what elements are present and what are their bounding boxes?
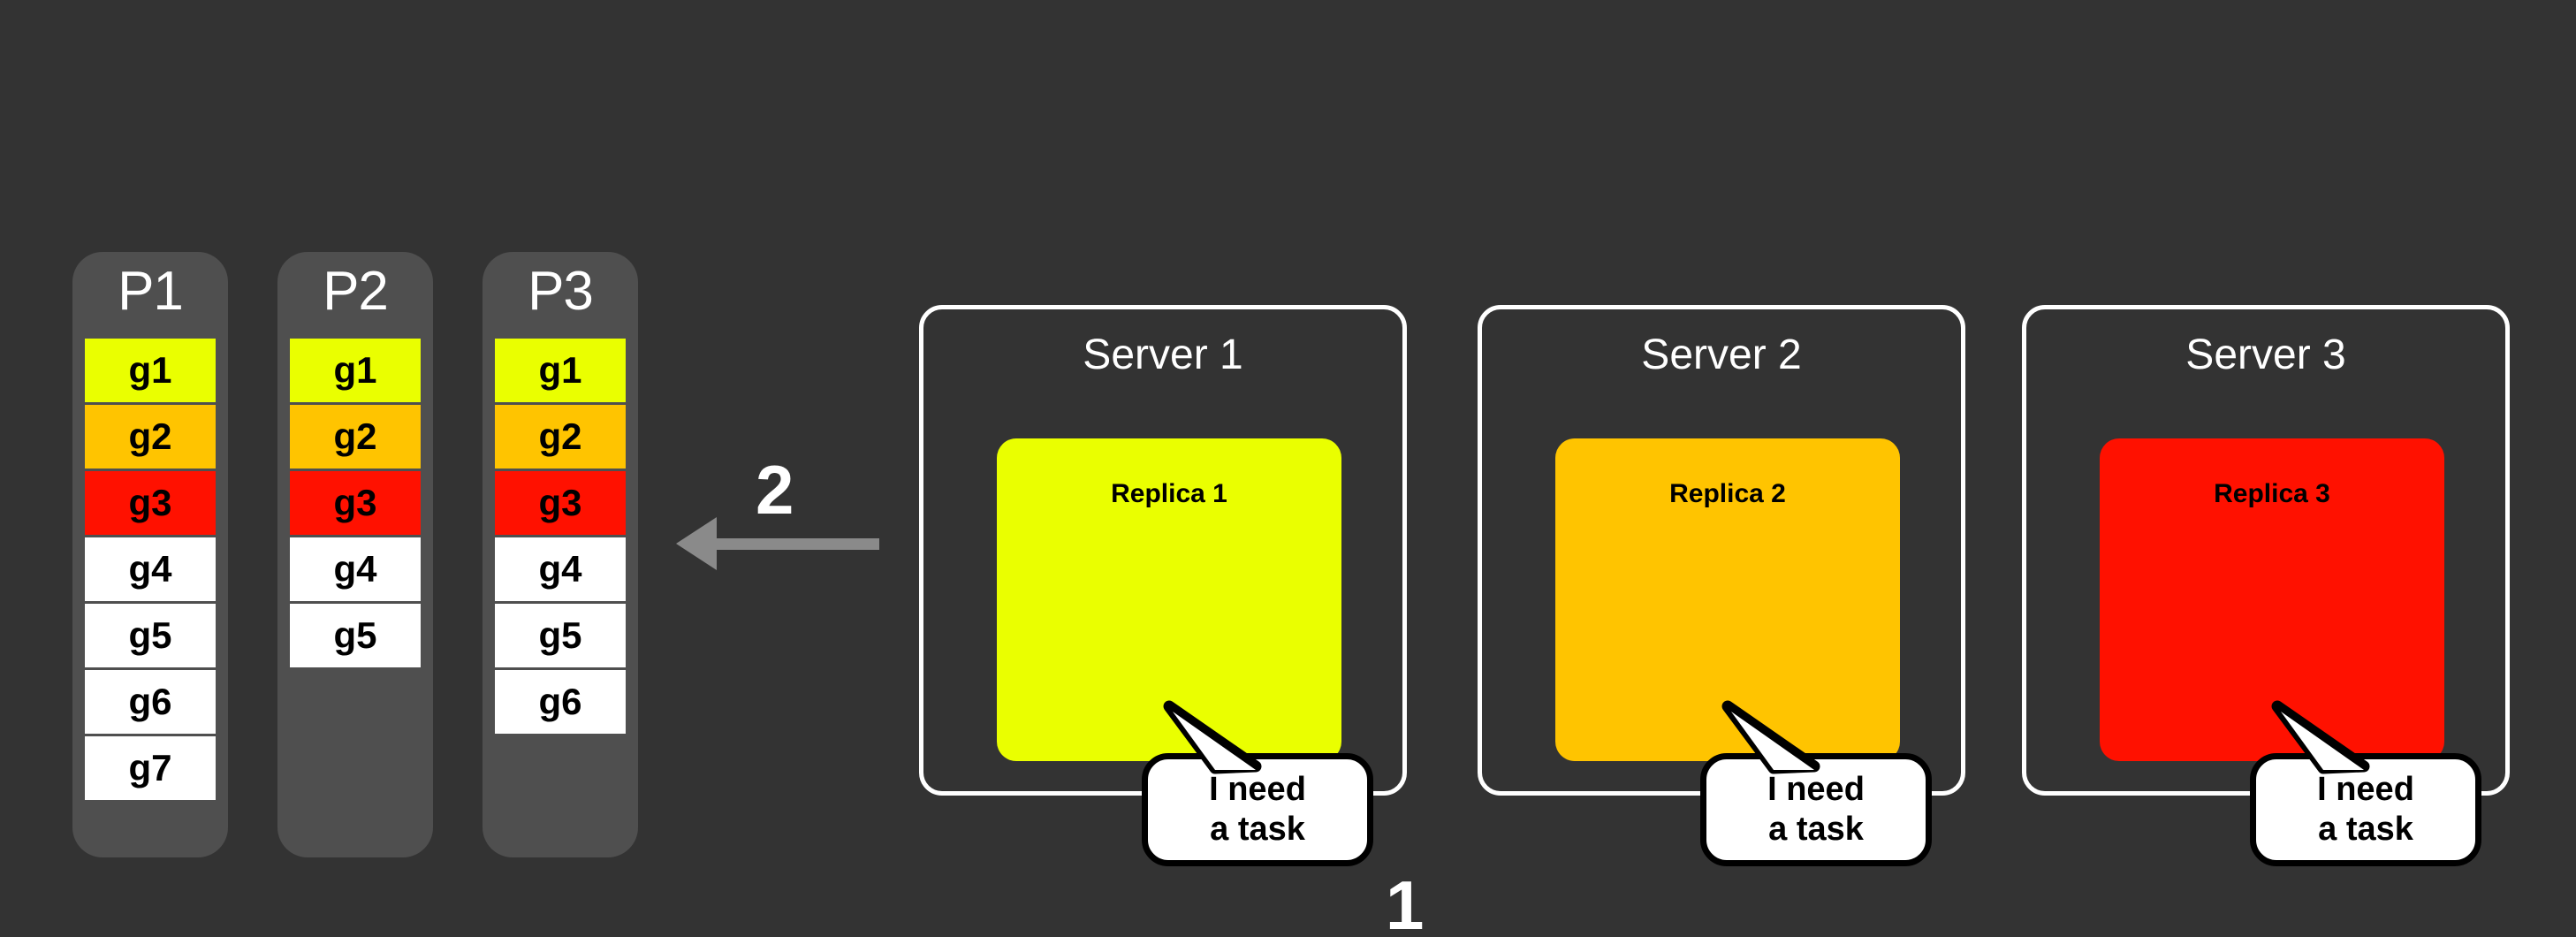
partition-item[interactable]: g6 [85,670,216,734]
speech-bubble-tail-icon [1163,700,1262,774]
step-1-label: 1 [1386,866,1425,937]
speech-bubble-tail-icon [2271,700,2370,774]
partition-item[interactable]: g2 [85,405,216,468]
partition-item[interactable]: g3 [85,471,216,535]
partition-items-list: g1 g2 g3 g4 g5 [277,339,433,667]
server-box-2: Server 2 Replica 2 [1478,305,1965,796]
server-box-3: Server 3 Replica 3 [2022,305,2510,796]
partition-title: P3 [528,261,594,322]
partition-item[interactable]: g4 [85,537,216,601]
server-title: Server 1 [1083,331,1243,378]
arrow-head-icon [676,517,717,570]
speech-bubble-tail-icon [1721,700,1820,774]
speech-bubble-server-3: I need a task [2250,700,2481,866]
partition-item[interactable]: g7 [85,736,216,800]
partition-items-list: g1 g2 g3 g4 g5 g6 g7 [72,339,228,800]
replica-label: Replica 3 [2214,479,2330,508]
partition-item[interactable]: g2 [290,405,421,468]
assign-task-arrow [676,517,879,572]
bubble-line-2: a task [1210,811,1305,848]
bubble-line-1: I need [1767,771,1865,809]
partition-item[interactable]: g5 [495,604,626,667]
replica-label: Replica 2 [1669,479,1786,508]
partition-items-list: g1 g2 g3 g4 g5 g6 [483,339,638,734]
partition-item[interactable]: g4 [495,537,626,601]
partition-item[interactable]: g2 [495,405,626,468]
partition-item[interactable]: g5 [290,604,421,667]
speech-bubble-server-1: I need a task [1142,700,1373,866]
server-box-1: Server 1 Replica 1 [919,305,1407,796]
bubble-line-1: I need [2317,771,2414,809]
server-title: Server 3 [2185,331,2346,378]
arrow-shaft [715,538,879,550]
partition-column-p3: P3 g1 g2 g3 g4 g5 g6 [483,252,638,857]
partition-item[interactable]: g6 [495,670,626,734]
replica-label: Replica 1 [1111,479,1227,508]
partition-title: P1 [118,261,184,322]
partition-item[interactable]: g3 [495,471,626,535]
step-2-label: 2 [756,451,794,529]
bubble-line-2: a task [1768,811,1864,848]
server-title: Server 2 [1641,331,1802,378]
partition-item[interactable]: g5 [85,604,216,667]
partition-item[interactable]: g4 [290,537,421,601]
partition-column-p1: P1 g1 g2 g3 g4 g5 g6 g7 [72,252,228,857]
partition-item[interactable]: g1 [85,339,216,402]
partition-item[interactable]: g1 [495,339,626,402]
partition-item[interactable]: g3 [290,471,421,535]
bubble-line-2: a task [2318,811,2413,848]
bubble-line-1: I need [1209,771,1306,809]
partition-item[interactable]: g1 [290,339,421,402]
partition-title: P2 [323,261,389,322]
partition-column-p2: P2 g1 g2 g3 g4 g5 [277,252,433,857]
speech-bubble-server-2: I need a task [1700,700,1932,866]
